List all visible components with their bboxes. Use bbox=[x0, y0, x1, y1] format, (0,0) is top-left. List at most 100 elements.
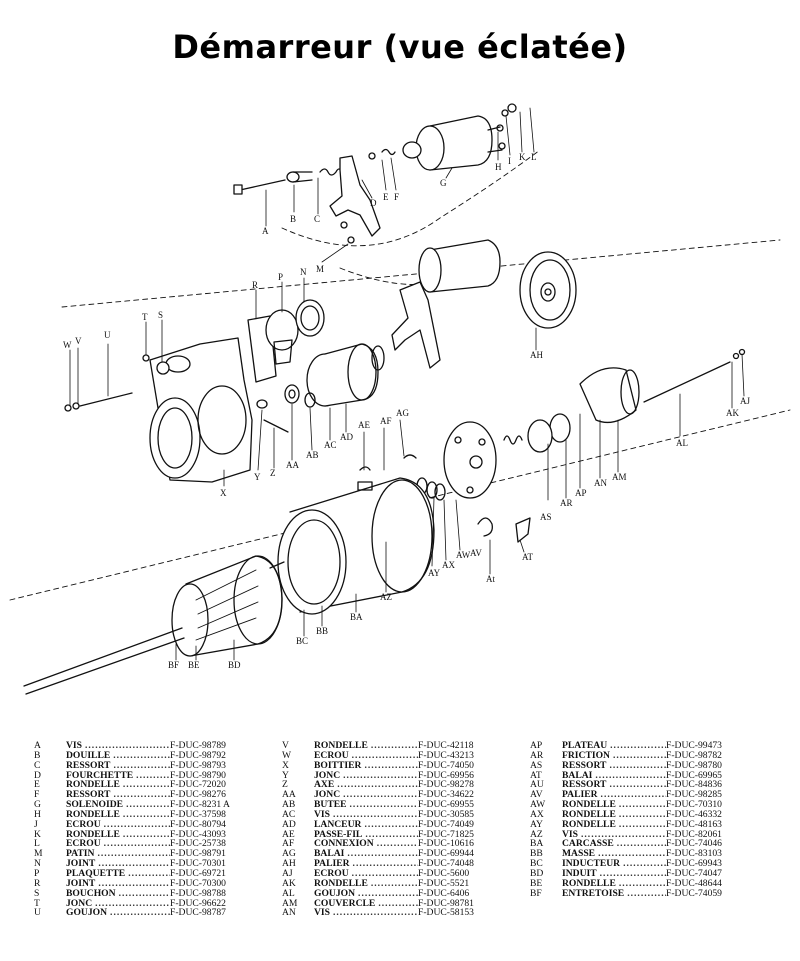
brush-AT-AU-icon bbox=[477, 517, 531, 543]
leader-dots bbox=[592, 771, 666, 781]
part-name-text: RONDELLE bbox=[562, 809, 616, 820]
leader-dots bbox=[116, 889, 170, 899]
part-code: AR bbox=[530, 749, 544, 761]
part-reference: F-DUC-72020 bbox=[170, 779, 226, 791]
label-G: G bbox=[440, 178, 447, 188]
leader-dots bbox=[614, 839, 666, 849]
leader-dots bbox=[95, 879, 170, 889]
parts-row: GSOLENOIDEF-DUC-8231 A bbox=[34, 800, 280, 810]
leader-dots bbox=[340, 790, 418, 800]
part-name-text: FOURCHETTE bbox=[66, 770, 134, 781]
leader-dots bbox=[368, 879, 418, 889]
part-reference: F-DUC-98782 bbox=[666, 749, 722, 761]
part-code: BC bbox=[530, 858, 543, 870]
parts-row: SBOUCHONF-DUC-98788 bbox=[34, 888, 280, 899]
part-reference: F-DUC-98789 bbox=[170, 740, 226, 751]
part-name: BOUCHON bbox=[66, 889, 170, 899]
leader-dots bbox=[355, 889, 418, 899]
leader-dots bbox=[82, 741, 170, 751]
part-name-text: LANCEUR bbox=[314, 819, 362, 830]
label-AH: AH bbox=[530, 350, 543, 360]
label-D: D bbox=[370, 198, 377, 208]
part-reference: F-DUC-69944 bbox=[418, 848, 474, 860]
label-BE: BE bbox=[188, 660, 200, 670]
parts-row: BDINDUITF-DUC-74047 bbox=[530, 869, 776, 879]
part-reference: F-DUC-71825 bbox=[418, 828, 474, 840]
parts-row: ANVISF-DUC-58153 bbox=[282, 908, 528, 918]
leader-dots bbox=[123, 800, 170, 810]
part-name: VIS bbox=[314, 908, 418, 918]
leader-dots bbox=[616, 820, 666, 830]
part-code: K bbox=[34, 828, 41, 840]
parts-row: MPATINF-DUC-98791 bbox=[34, 849, 280, 859]
part-name-text: ECROU bbox=[66, 839, 101, 850]
label-AN: AN bbox=[594, 478, 607, 488]
label-AY: AY bbox=[428, 568, 441, 578]
part-reference: F-DUC-34622 bbox=[418, 789, 474, 801]
leader-dots bbox=[349, 751, 418, 761]
label-BF: BF bbox=[168, 660, 179, 670]
part-name-text: INDUCTEUR bbox=[562, 859, 621, 869]
parts-row: KRONDELLEF-DUC-43093 bbox=[34, 828, 280, 840]
parts-row: ATBALAIF-DUC-69965 bbox=[530, 769, 776, 781]
part-name-text: ECROU bbox=[314, 868, 349, 879]
part-name-text: PALIER bbox=[562, 790, 598, 801]
label-P: P bbox=[278, 272, 283, 282]
part-name: CARCASSE bbox=[562, 839, 666, 849]
parts-row: RJOINTF-DUC-70300 bbox=[34, 878, 280, 889]
part-name: RESSORT bbox=[66, 790, 170, 800]
part-name-text: JONC bbox=[314, 770, 341, 781]
part-reference: F-DUC-43093 bbox=[170, 828, 226, 840]
washer-E-F-icon bbox=[368, 148, 396, 160]
stud-T-S-icon bbox=[142, 354, 170, 375]
parts-column-1: AVISF-DUC-98789BDOUILLEF-DUC-98792CRESSO… bbox=[34, 741, 280, 918]
part-code: AY bbox=[530, 818, 543, 830]
part-reference: F-DUC-98790 bbox=[170, 769, 226, 781]
part-name-text: GOUJON bbox=[314, 888, 356, 899]
leader-dots bbox=[133, 771, 170, 781]
label-C: C bbox=[314, 214, 320, 224]
parts-row: AVPALIERF-DUC-98285 bbox=[530, 790, 776, 800]
label-AA: AA bbox=[286, 460, 299, 470]
parts-row: BCINDUCTEURF-DUC-69943 bbox=[530, 859, 776, 869]
parts-row: BFENTRETOISEF-DUC-74059 bbox=[530, 888, 776, 899]
end-cover-AM-icon bbox=[579, 367, 640, 424]
parts-row: ACVISF-DUC-30585 bbox=[282, 810, 528, 820]
leader-dots bbox=[349, 869, 418, 879]
label-Y: Y bbox=[254, 472, 261, 482]
part-reference: F-DUC-98792 bbox=[170, 749, 226, 761]
part-name: RONDELLE bbox=[562, 820, 666, 830]
nuts-H-I-K-L-icon bbox=[496, 103, 517, 150]
leader-dots bbox=[368, 741, 418, 751]
parts-row: BBMASSEF-DUC-83103 bbox=[530, 849, 776, 859]
part-code: W bbox=[282, 749, 292, 761]
spring-AS-icon bbox=[503, 435, 523, 445]
label-At: At bbox=[486, 574, 495, 584]
part-reference: F-DUC-10616 bbox=[418, 838, 474, 850]
parts-row: AHPALIERF-DUC-74048 bbox=[282, 859, 528, 869]
part-code: AX bbox=[530, 808, 544, 820]
part-name: JONC bbox=[314, 771, 418, 781]
label-X: X bbox=[220, 488, 227, 498]
leader-dots bbox=[330, 908, 418, 918]
part-code: D bbox=[34, 769, 41, 781]
part-reference: F-DUC-69721 bbox=[170, 867, 226, 879]
part-code: BB bbox=[530, 848, 543, 860]
label-AT: AT bbox=[522, 552, 534, 562]
part-name: ECROU bbox=[314, 751, 418, 761]
label-F: F bbox=[394, 192, 399, 202]
label-E: E bbox=[383, 192, 389, 202]
parts-row: LECROUF-DUC-25738 bbox=[34, 839, 280, 849]
part-code: AT bbox=[530, 769, 542, 781]
part-name-text: CARCASSE bbox=[562, 839, 614, 850]
part-name: FOURCHETTE bbox=[66, 771, 170, 781]
long-stud-AL-icon bbox=[643, 348, 746, 403]
part-name: ECROU bbox=[314, 869, 418, 879]
part-name-text: AXE bbox=[314, 780, 335, 791]
part-reference: F-DUC-69955 bbox=[418, 799, 474, 811]
part-name: RONDELLE bbox=[562, 879, 666, 889]
part-name: RONDELLE bbox=[314, 879, 418, 889]
part-reference: F-DUC-70301 bbox=[170, 858, 226, 870]
part-code: AC bbox=[282, 808, 296, 820]
